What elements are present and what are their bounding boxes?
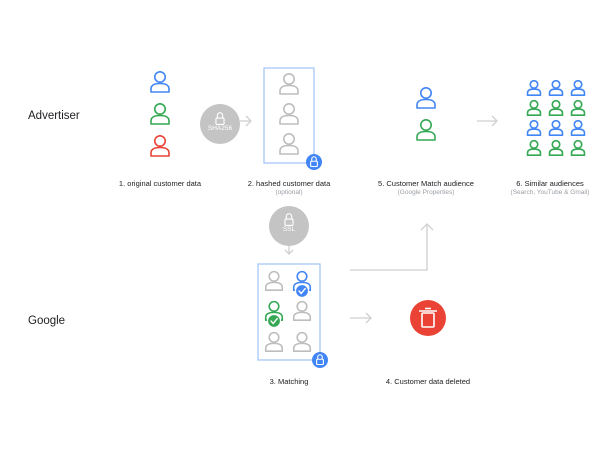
person-icon xyxy=(292,331,312,352)
person-icon xyxy=(526,119,542,136)
ssl-badge xyxy=(269,206,309,246)
person-icon xyxy=(570,99,586,116)
person-icon xyxy=(150,71,170,93)
person-icon xyxy=(548,139,564,156)
flow-arrows xyxy=(240,115,498,324)
person-icon xyxy=(416,119,436,141)
overlay-icons xyxy=(266,154,446,368)
person-icon xyxy=(548,79,564,96)
person-icon xyxy=(548,99,564,116)
lock-icon xyxy=(316,354,324,366)
person-icon xyxy=(264,331,284,352)
arrow-icon xyxy=(477,115,498,127)
person-icon xyxy=(548,119,564,136)
step-5-label: 5. Customer Match audience xyxy=(378,179,474,188)
person-icon xyxy=(292,300,312,321)
connector-arrow-icon xyxy=(350,223,434,271)
arrow-icon xyxy=(240,115,252,127)
person-icon xyxy=(570,139,586,156)
sha256-badge-label: SHA256 xyxy=(207,125,233,132)
person-icon xyxy=(264,270,284,291)
lock-icon xyxy=(284,213,294,226)
person-icon xyxy=(570,119,586,136)
person-icon xyxy=(526,79,542,96)
sha256-badge xyxy=(200,104,240,144)
step-3-label: 3. Matching xyxy=(269,377,309,386)
advertiser-row-label: Advertiser xyxy=(28,110,80,122)
check-icon xyxy=(294,283,310,299)
matching-box xyxy=(257,263,321,361)
person-icon xyxy=(570,79,586,96)
google-row-label: Google xyxy=(28,315,66,327)
step-1-label: 1. original customer data xyxy=(118,179,202,188)
box-lock-badge xyxy=(312,352,328,368)
person-icon xyxy=(150,103,170,125)
people-icons xyxy=(150,71,586,352)
person-icon xyxy=(416,87,436,109)
hashed-data-box xyxy=(263,67,315,164)
step-6-sublabel: (Search, YouTube & Gmail) xyxy=(510,189,590,196)
lock-icon xyxy=(310,156,318,168)
process-badges xyxy=(200,104,309,246)
person-icon xyxy=(279,73,299,95)
trash-icon xyxy=(410,300,446,336)
check-icon xyxy=(266,313,282,329)
step-6-label: 6. Similar audiences xyxy=(516,179,584,188)
lock-icon xyxy=(215,112,225,125)
person-icon xyxy=(292,270,312,291)
ssl-badge-label: SSL xyxy=(282,226,296,233)
person-icon xyxy=(526,99,542,116)
person-icon xyxy=(150,135,170,157)
data-boxes xyxy=(257,67,321,361)
arrow-icon xyxy=(350,312,372,324)
step-2-label: 2. hashed customer data xyxy=(247,179,331,188)
step-4-label: 4. Customer data deleted xyxy=(385,377,471,386)
step-2-sublabel: (optional) xyxy=(275,189,303,196)
person-icon xyxy=(279,103,299,125)
person-icon xyxy=(526,139,542,156)
person-icon xyxy=(279,133,299,155)
box-lock-badge xyxy=(306,154,322,170)
person-icon xyxy=(264,300,284,321)
step-5-sublabel: (Google Properties) xyxy=(397,189,455,196)
